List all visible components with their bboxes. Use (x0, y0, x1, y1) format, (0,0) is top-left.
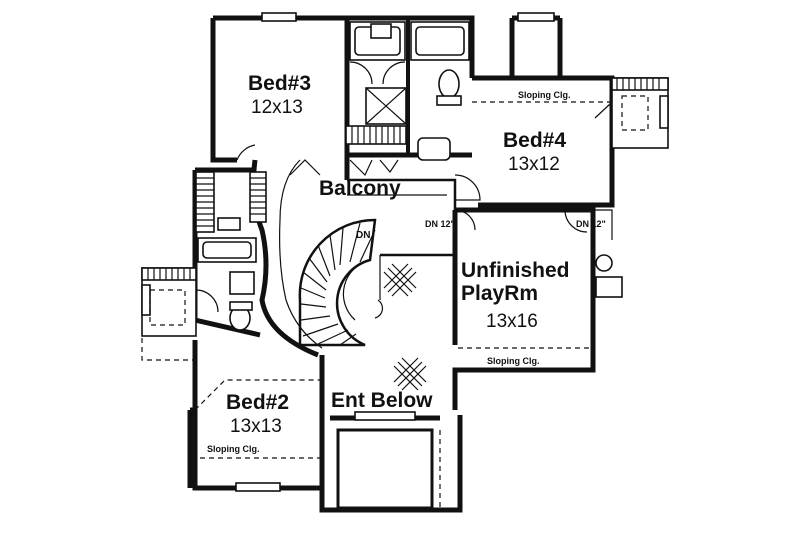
bed4-window-top (517, 12, 555, 22)
bed3-window (261, 12, 297, 22)
spiral-staircase (298, 218, 377, 347)
toilet (438, 69, 460, 99)
entry-label: Ent Below (331, 389, 433, 412)
bed2-label: Bed#2 (226, 391, 289, 414)
bed2-size: 13x13 (230, 416, 282, 437)
dn-left-note: DN 12" (425, 219, 455, 229)
bed4-room (454, 12, 615, 208)
left-closet (141, 267, 197, 361)
dn-right-note: DN 12" (576, 219, 606, 229)
bath-window (370, 23, 392, 39)
chandelier-mark-upper (383, 263, 417, 297)
balcony-label: Balcony (319, 177, 401, 200)
left-bath (192, 167, 267, 338)
playroom-label-1: Unfinished (461, 259, 570, 282)
playroom-room (452, 207, 623, 410)
bed2-room (187, 340, 325, 492)
entry-below (319, 254, 463, 513)
sink (417, 137, 451, 161)
water-heater (595, 254, 613, 272)
bed2-window (235, 482, 281, 492)
playroom-size: 13x16 (486, 311, 538, 332)
chandelier-mark-lower (393, 357, 427, 391)
hvac-unit (595, 276, 623, 298)
bed4-label: Bed#4 (503, 129, 566, 152)
entry-window (354, 411, 416, 421)
bed3-size: 12x13 (251, 97, 303, 118)
playroom-sloping-note: Sloping Clg. (487, 356, 540, 366)
upper-bath (345, 15, 475, 177)
stair-dn-label: DN (356, 230, 370, 241)
bed4-sloping-note: Sloping Clg. (518, 90, 571, 100)
bed2-sloping-note: Sloping Clg. (207, 444, 260, 454)
bed3-label: Bed#3 (248, 72, 311, 95)
bed3-door (236, 144, 256, 161)
playroom-label-2: PlayRm (461, 282, 538, 305)
bed4-size: 13x12 (508, 154, 560, 175)
bed4-closet (611, 77, 669, 149)
